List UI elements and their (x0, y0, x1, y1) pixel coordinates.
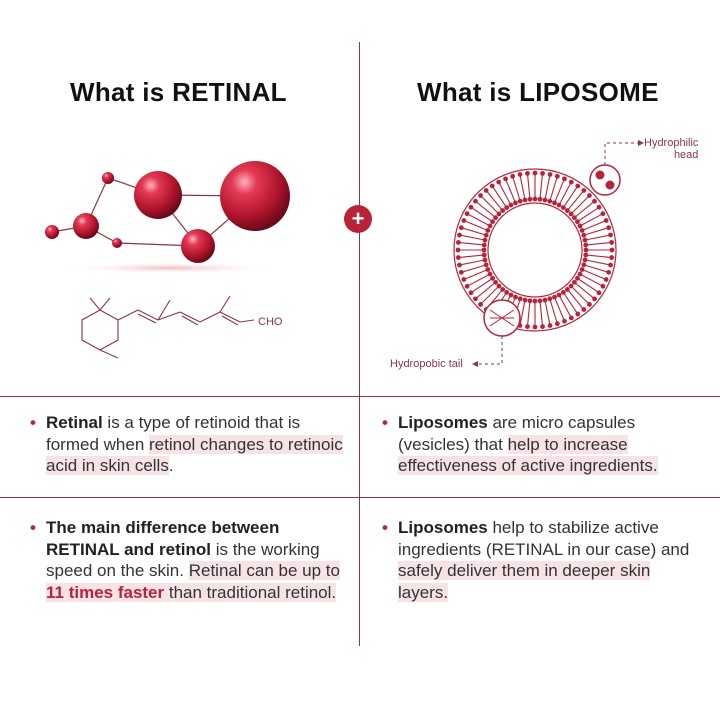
hydrophilic-line1: Hydrophilic (644, 137, 699, 149)
body-text: is a type of retinoid that is formed whe… (46, 413, 301, 454)
highlight-text: than traditional retinol. (164, 582, 337, 602)
retinal-definition: • Retinal is a type of retinoid that is … (30, 412, 346, 477)
title-retinal: What is RETINAL (70, 77, 287, 107)
plus-icon: + (344, 205, 372, 233)
liposome-benefit: • Liposomes help to stabilize active ing… (382, 517, 698, 603)
bold-term: The main difference between RETINAL and … (46, 518, 280, 559)
horizontal-divider-top (0, 396, 720, 397)
liposome-ring (453, 164, 621, 337)
hydrophobic-tail-label: Hydropobic tail (390, 358, 463, 370)
illustrations (45, 140, 644, 367)
vertical-divider (359, 42, 360, 646)
highlight-red-text: 11 times faster (46, 582, 165, 602)
bold-term: Retinal (46, 413, 103, 432)
retinal-difference: • The main difference between RETINAL an… (30, 517, 346, 603)
sphere-atom (134, 171, 182, 219)
molecule-label: CHO (258, 316, 283, 328)
highlight-text: Retinal can be up to (188, 561, 340, 580)
bold-term: Liposomes (398, 413, 488, 432)
bullet: • (30, 518, 36, 537)
body-text: is the working speed on the skin. (46, 539, 320, 581)
hydrophilic-head-label: Hydrophilic head (644, 137, 698, 161)
hydrophilic-line2: head (673, 149, 699, 161)
sphere-atom (102, 172, 114, 184)
bullet: • (382, 518, 388, 537)
molecule-sphere-model (45, 161, 290, 274)
sphere-atom (181, 229, 215, 263)
retinal-structural-formula (81, 295, 255, 359)
bullet: • (30, 413, 36, 432)
highlight-text: safely deliver them in deeper skin layer… (398, 561, 651, 602)
zoom-head-circle (589, 164, 621, 196)
arrow-tail-icon (472, 361, 478, 367)
title-liposome: What is LIPOSOME (417, 77, 659, 107)
body-text: are micro capsules (vesicles) that (398, 413, 636, 454)
sphere-atom (112, 238, 122, 248)
body-text: . (168, 456, 174, 475)
highlight-text: help to increase effectiveness of active… (398, 434, 658, 475)
liposome-definition: • Liposomes are micro capsules (vesicles… (382, 412, 698, 477)
label-leaders (478, 142, 638, 365)
sphere-atom (73, 213, 99, 239)
bullet: • (382, 413, 388, 432)
sphere-atom (45, 225, 59, 239)
bold-term: Liposomes (398, 518, 488, 537)
horizontal-divider-middle (0, 497, 720, 498)
arrow-head-icon (638, 140, 644, 146)
body-text: help to stabilize active ingredients (RE… (398, 518, 690, 559)
sphere-atom (220, 161, 290, 231)
